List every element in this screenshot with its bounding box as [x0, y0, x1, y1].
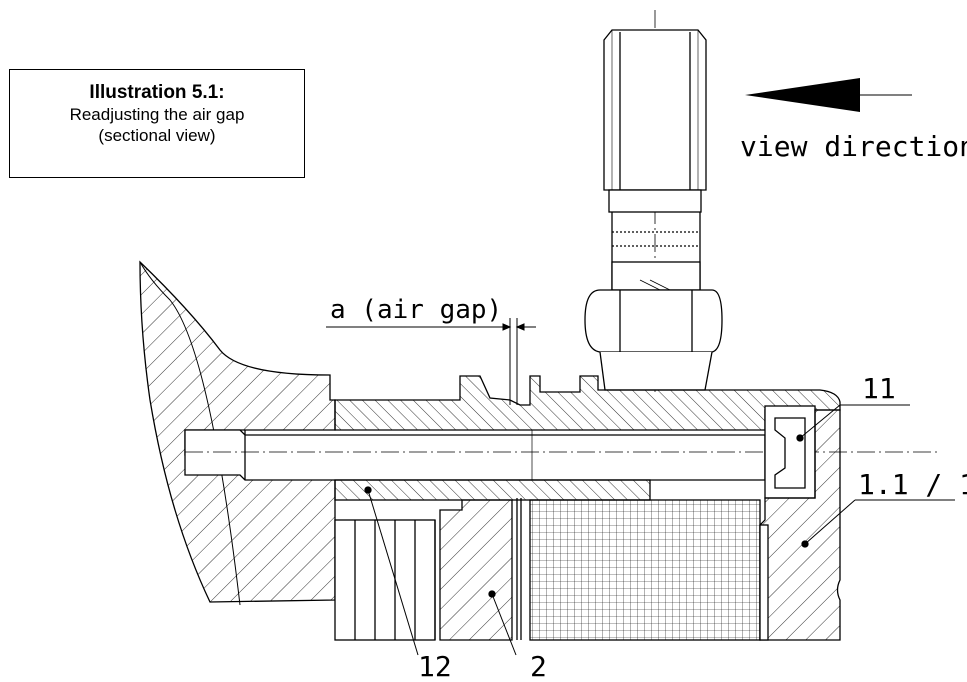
- part-11-label: 11: [862, 372, 896, 405]
- caption-line-2: (sectional view): [98, 126, 216, 145]
- illustration-caption-box: Illustration 5.1: Readjusting the air ga…: [9, 69, 305, 178]
- air-gap-label: a (air gap): [330, 295, 502, 325]
- adjusting-handle: [584, 29, 723, 391]
- air-gap-dimension: [326, 318, 536, 405]
- bushing: [334, 479, 651, 501]
- caption-line-1: Readjusting the air gap: [69, 105, 245, 124]
- stator-plates: [334, 519, 436, 641]
- bolt-head: [764, 405, 816, 499]
- housing-left: [139, 260, 336, 606]
- armature-plate: [439, 498, 522, 641]
- view-direction-arrow: [745, 78, 912, 112]
- caption-title: Illustration 5.1:: [89, 82, 225, 103]
- part-1-label: 1.1 / 1.2: [858, 468, 967, 501]
- housing-right: [759, 409, 841, 641]
- leader-lines: [367, 404, 955, 656]
- view-direction-label: view direction: [740, 130, 967, 163]
- flange-top: [334, 375, 841, 431]
- part-12-label: 12: [418, 650, 452, 682]
- part-2-label: 2: [530, 650, 547, 682]
- coil-winding: [529, 499, 769, 641]
